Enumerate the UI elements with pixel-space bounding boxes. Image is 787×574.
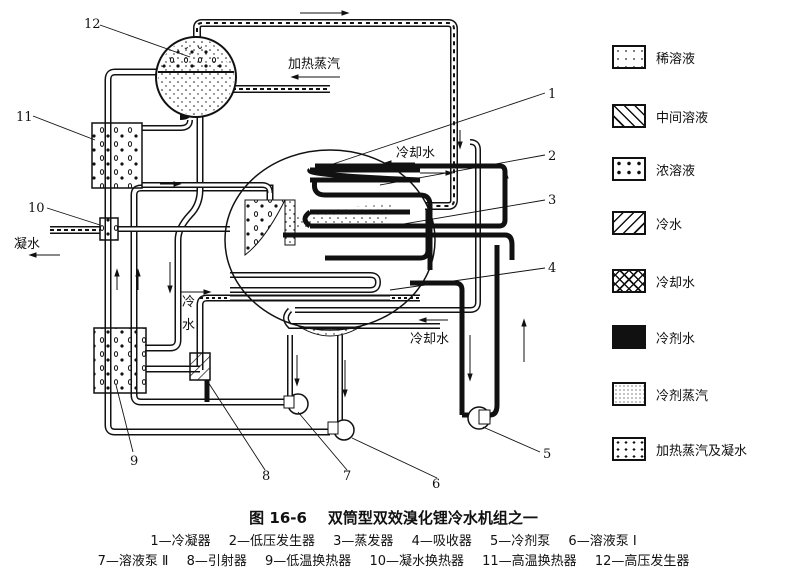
lithium-bromide-chiller-diagram: 12 11 10 1 2 3 4 5 6 7 8 9 加热蒸汽 冷却水 冷却水 … [14,10,556,490]
component-key-item: 2—低压发生器 [228,534,316,549]
ejector [189,352,211,381]
component-key-item: 4—吸收器 [411,534,472,549]
sparse-dots-swatch-icon [612,45,646,69]
legend-label: 中间溶液 [656,110,709,126]
solid-black-swatch-icon [612,325,646,349]
legend-label: 冷剂水 [656,331,696,347]
callout-9: 9 [130,454,138,469]
flow-labels: 加热蒸汽 冷却水 冷却水 冷 水 凝水 [14,57,449,347]
component-key-item: 8—引射器 [186,554,247,569]
callout-11: 11 [16,110,33,125]
chilled-water-label-2: 水 [182,318,195,333]
legend-item-dilute-solution: 稀溶液 [612,44,695,70]
legend-item-heating-steam-condensate: 加热蒸汽及凝水 [612,436,747,462]
component-key-item: 6—溶液泵 I [568,534,637,549]
legend-item-refrigerant-water: 冷剂水 [612,324,695,350]
component-key-item: 9—低温换热器 [265,554,352,569]
vessels [91,36,491,441]
cooling-water-top-label: 冷却水 [396,146,435,161]
callout-10: 10 [28,201,45,216]
legend-item-chilled-water: 冷水 [612,210,682,236]
legend-label: 冷水 [656,217,683,233]
forward-hatch-swatch-icon [612,211,646,235]
legend-item-concentrated-solution: 浓溶液 [612,156,695,182]
figure-number: 图 16-6 [249,509,307,527]
callout-numbers: 12 11 10 1 2 3 4 5 6 7 8 9 [16,17,556,490]
low-temp-heat-exchanger [93,327,147,394]
legend-item-cooling-water: 冷却水 [612,268,695,294]
legend-item-refrigerant-vapor: 冷剂蒸汽 [612,381,708,407]
component-key-item: 5—冷剂泵 [490,534,551,549]
component-key-line-2: 7—溶液泵 Ⅱ 8—引射器 9—低温换热器 10—凝水换热器 11—高温换热器 … [0,550,787,569]
pipe-network [50,19,481,436]
callout-1: 1 [548,87,556,102]
callout-3: 3 [548,193,556,208]
callout-8: 8 [262,469,270,484]
figure-caption-title: 图 16-6 双筒型双效溴化锂冷水机组之一 [0,507,787,528]
back-hatch-swatch-icon [612,104,646,128]
legend-label: 冷却水 [656,275,696,291]
condensate-heat-exchanger [99,217,119,241]
callout-5: 5 [543,447,551,462]
callout-6: 6 [432,477,440,490]
cooling-water-bottom-label: 冷却水 [410,332,449,347]
component-key-item: 1—冷凝器 [150,534,211,549]
figure-title: 双筒型双效溴化锂冷水机组之一 [327,509,538,527]
legend-label: 稀溶液 [656,51,696,67]
triangles-swatch-icon [612,437,646,461]
solution-pump-1 [327,419,355,441]
component-key-item: 3—蒸发器 [333,534,394,549]
crosshatch-swatch-icon [612,269,646,293]
component-key-item: 12—高压发生器 [594,554,690,569]
circles-swatch-icon [612,157,646,181]
component-key-line-1: 1—冷凝器 2—低压发生器 3—蒸发器 4—吸收器 5—冷剂泵 6—溶液泵 I [0,530,787,549]
callout-7: 7 [343,469,351,484]
chilled-water-label-1: 冷 [182,295,195,310]
callout-12: 12 [84,17,101,32]
legend-label: 冷剂蒸汽 [656,388,709,404]
leader-lines [32,24,546,479]
heating-steam-label: 加热蒸汽 [288,57,340,72]
callout-2: 2 [548,149,556,164]
condensate-label: 凝水 [14,236,40,252]
high-temp-heat-exchanger [91,122,143,189]
fine-dots-swatch-icon [612,382,646,406]
solution-pump-2 [283,393,309,415]
callout-4: 4 [548,261,556,276]
component-key-item: 7—溶液泵 Ⅱ [97,554,169,569]
legend-label: 浓溶液 [656,163,696,179]
legend-item-intermediate-solution: 中间溶液 [612,103,708,129]
legend-label: 加热蒸汽及凝水 [656,443,748,459]
flow-arrows [28,10,527,398]
component-key-item: 11—高温换热器 [482,554,577,569]
component-key-item: 10—凝水换热器 [369,554,464,569]
refrigerant-pump [467,406,491,430]
